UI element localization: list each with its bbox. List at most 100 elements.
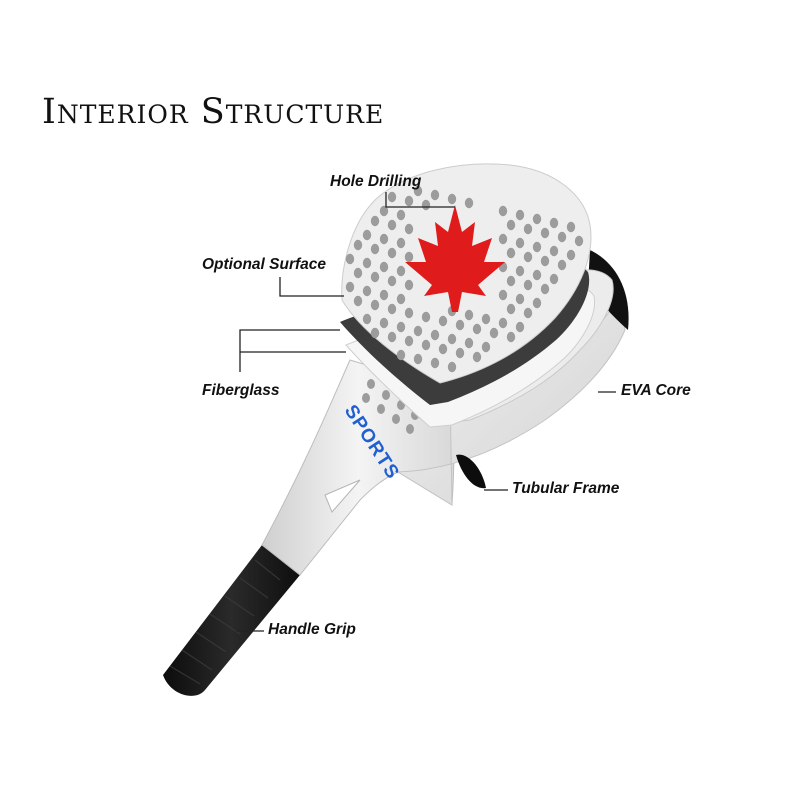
hole [558,232,566,242]
hole [499,234,507,244]
hole [363,258,371,268]
hole [397,210,405,220]
hole [346,282,354,292]
hole [397,238,405,248]
hole [482,342,490,352]
hole [482,314,490,324]
hole [448,362,456,372]
hole [431,330,439,340]
hole [371,328,379,338]
hole [405,308,413,318]
hole [465,338,473,348]
hole [516,294,524,304]
hole [397,350,405,360]
hole [388,192,396,202]
hole [541,256,549,266]
hole [516,210,524,220]
hole [524,252,532,262]
hole [550,274,558,284]
hole [473,324,481,334]
label-tubular-frame: Tubular Frame [512,480,619,498]
hole [397,322,405,332]
label-fiberglass: Fiberglass [202,382,280,400]
hole [380,234,388,244]
hole [465,198,473,208]
hole [541,228,549,238]
hole [380,318,388,328]
hole [499,318,507,328]
hole [499,290,507,300]
label-hole-drilling: Hole Drilling [330,173,421,191]
hole [516,238,524,248]
hole [363,230,371,240]
hole [507,276,515,286]
hole [405,224,413,234]
hole [405,280,413,290]
hole [354,296,362,306]
hole [380,290,388,300]
label-optional-surface: Optional Surface [202,256,326,274]
hole [405,336,413,346]
hole [558,260,566,270]
hole [388,248,396,258]
hole [550,246,558,256]
hole [371,244,379,254]
hole [448,194,456,204]
label-eva-core: EVA Core [621,382,691,400]
tubular-frame-cut [456,455,486,489]
hole [439,344,447,354]
hole [516,266,524,276]
hole [371,272,379,282]
hole [363,314,371,324]
hole [533,242,541,252]
hole [371,300,379,310]
hole [507,304,515,314]
hole [380,262,388,272]
hole [388,276,396,286]
hole [524,308,532,318]
hole [524,280,532,290]
hole [533,298,541,308]
hole [371,216,379,226]
hole [414,354,422,364]
hole [456,320,464,330]
leader-optional-surface [280,277,344,296]
hole [431,358,439,368]
hole [431,190,439,200]
hole [354,268,362,278]
hole [567,250,575,260]
hole [516,322,524,332]
hole [448,334,456,344]
hole [541,284,549,294]
hole [567,222,575,232]
hole [397,294,405,304]
hole [422,200,430,210]
hole [465,310,473,320]
hole [414,326,422,336]
hole [533,214,541,224]
page-title: Interior Structure [42,92,384,132]
hole [397,266,405,276]
hole [405,196,413,206]
leader-fiberglass [240,330,340,372]
hole [346,254,354,264]
hole [490,328,498,338]
hole [550,218,558,228]
hole [507,332,515,342]
hole [363,286,371,296]
hole [524,224,532,234]
hole [439,316,447,326]
hole [388,220,396,230]
label-handle-grip: Handle Grip [268,621,356,639]
hole [473,352,481,362]
hole [422,312,430,322]
hole [388,304,396,314]
hole [354,240,362,250]
hole [499,206,507,216]
hole [507,248,515,258]
hole [507,220,515,230]
hole [388,332,396,342]
hole [405,252,413,262]
hole [533,270,541,280]
hole [456,348,464,358]
